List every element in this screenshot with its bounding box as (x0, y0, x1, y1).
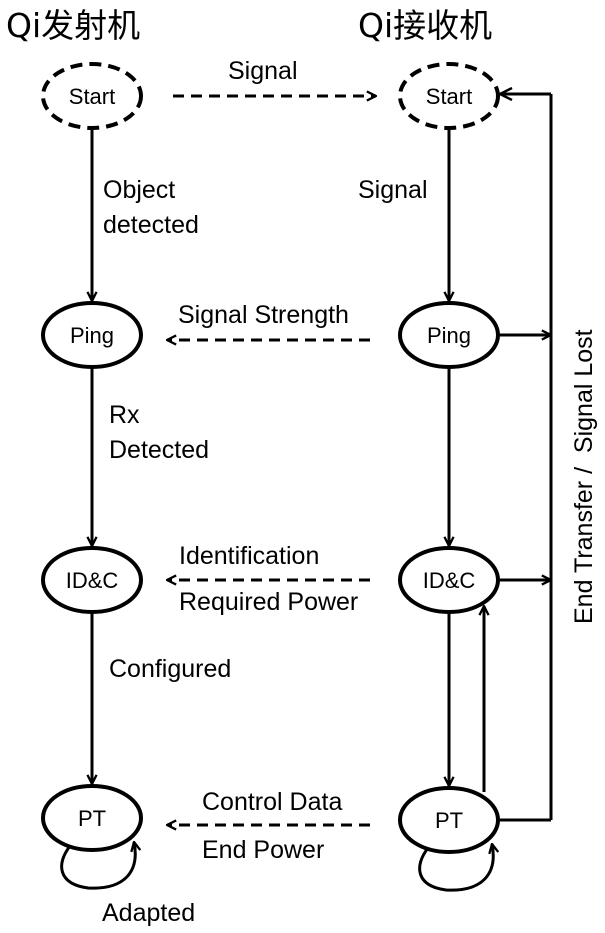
identification-label: Identification (179, 542, 319, 570)
tx-pt-self-loop-arrow (60, 842, 136, 890)
tx-configured-label: Configured (109, 655, 231, 683)
tx-state-idc: ID&C (41, 546, 143, 614)
control-data-label: Control Data (202, 788, 342, 816)
rx-state-ping: Ping (398, 301, 500, 369)
rx-idc-label: ID&C (423, 568, 476, 593)
tx-state-start: Start (41, 62, 143, 130)
tx-object-detected-line1: Object (103, 176, 175, 204)
rx-pt-label: PT (435, 808, 463, 833)
signal-strength-label: Signal Strength (178, 301, 349, 329)
tx-idc-label: ID&C (66, 568, 119, 593)
tx-state-ping: Ping (41, 301, 143, 369)
required-power-label: Required Power (179, 588, 358, 616)
rx-state-idc: ID&C (398, 546, 500, 614)
signal-message-label: Signal (228, 57, 298, 85)
transmitter-title: Qi发射机 (6, 6, 140, 45)
rx-ping-label: Ping (427, 323, 471, 348)
tx-adapted-label: Adapted (102, 899, 195, 927)
receiver-title: Qi接收机 (358, 6, 492, 45)
rx-start-label: Start (426, 84, 472, 109)
tx-rx-detected-line1: Rx (109, 401, 140, 429)
tx-state-pt: PT (41, 784, 143, 852)
end-power-label: End Power (202, 836, 324, 864)
tx-object-detected-line2: detected (103, 211, 199, 239)
tx-rx-detected-line2: Detected (109, 436, 209, 464)
rx-state-start: Start (398, 62, 500, 130)
tx-start-label: Start (69, 84, 115, 109)
end-transfer-signal-lost-label: End Transfer / Signal Lost (570, 329, 598, 624)
tx-ping-label: Ping (70, 323, 114, 348)
rx-signal-label: Signal (358, 176, 428, 204)
tx-pt-label: PT (78, 806, 106, 831)
rx-pt-self-loop-arrow (418, 844, 494, 892)
rx-state-pt: PT (398, 786, 500, 854)
